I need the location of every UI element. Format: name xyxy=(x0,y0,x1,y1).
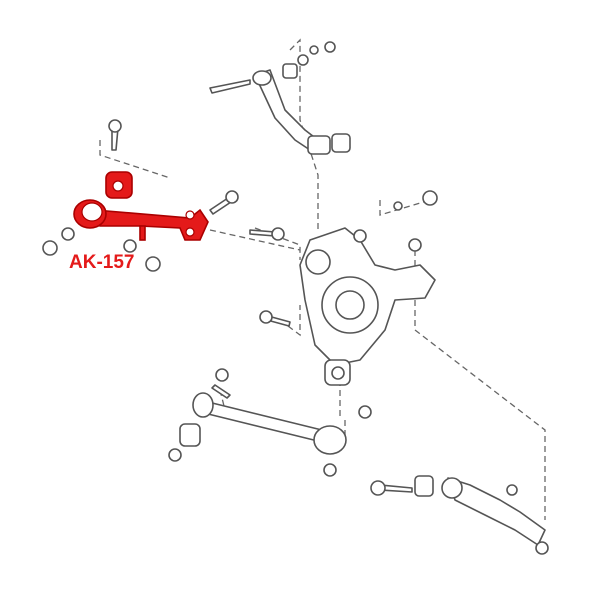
knuckle xyxy=(299,227,436,386)
highlighted-part-ak157 xyxy=(73,171,209,241)
part-number-label: AK-157 xyxy=(69,252,135,273)
hardware xyxy=(42,119,438,327)
lower-lateral-arm xyxy=(168,368,372,477)
upper-control-arm xyxy=(209,41,351,155)
toe-arm xyxy=(370,475,549,555)
leader-lines xyxy=(99,38,546,520)
